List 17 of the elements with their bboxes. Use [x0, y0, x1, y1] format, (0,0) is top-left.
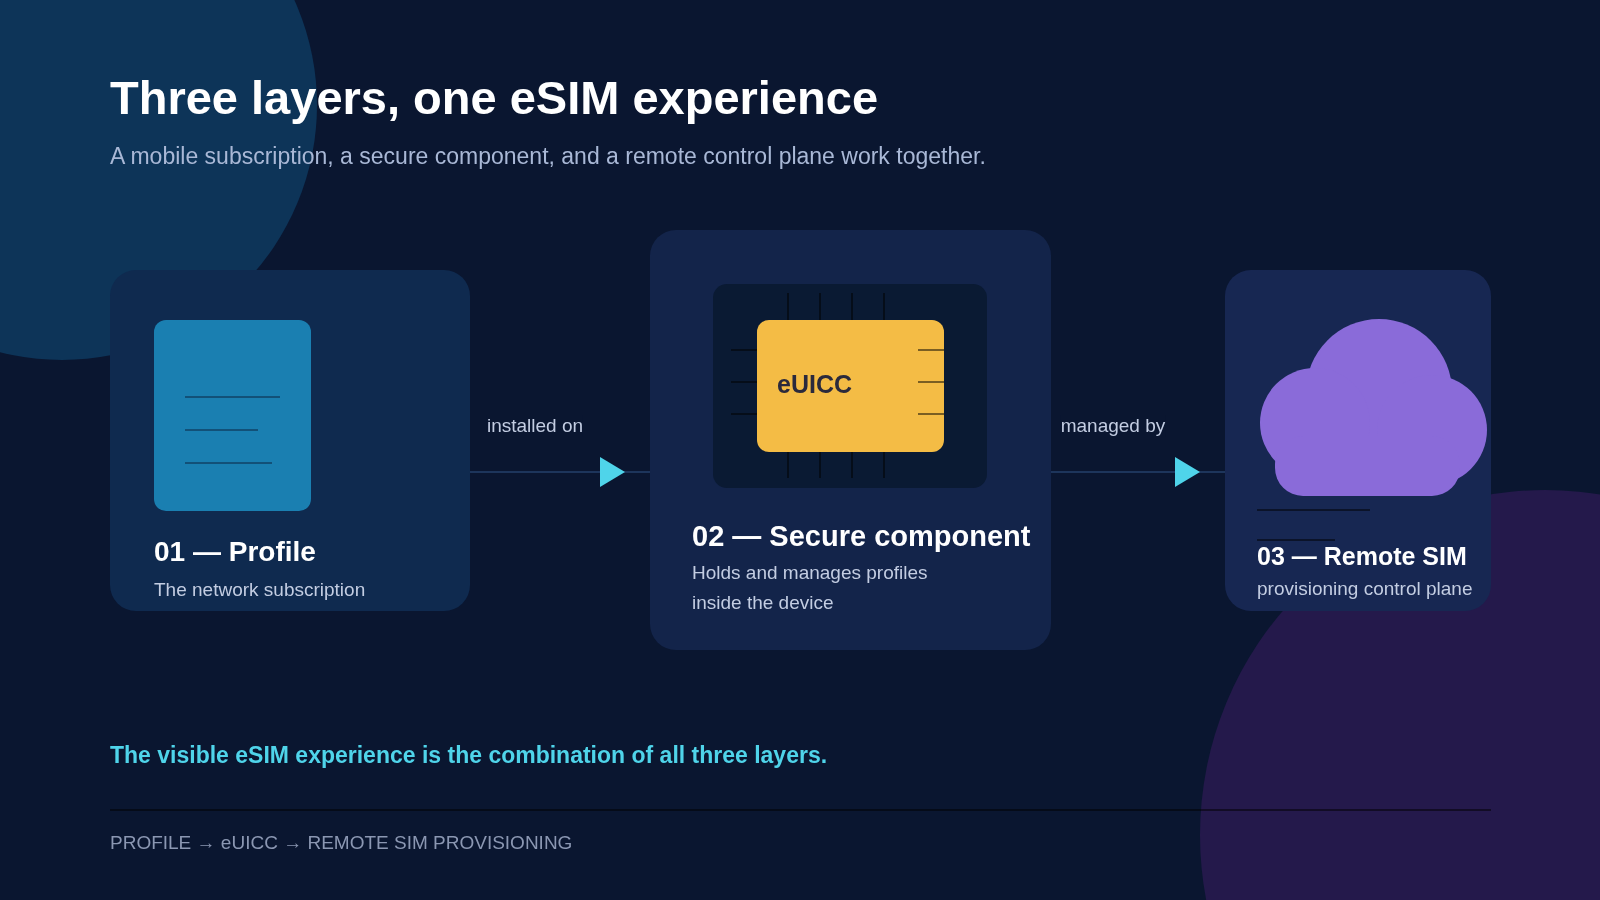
card-heading: 01 — Profile [154, 536, 316, 568]
footer-text: PROFILE → eUICC → REMOTE SIM PROVISIONING [110, 832, 573, 854]
card-description: provisioning control plane [1257, 577, 1474, 601]
chip-label: eUICC [777, 370, 852, 399]
chip-frame [713, 284, 987, 488]
layer-card [1225, 270, 1491, 611]
subtitle: A mobile subscription, a secure component, and a remote control plane work together. [110, 143, 986, 170]
card-description: Holds and manages profiles inside the device [692, 561, 929, 615]
summary-note: The visible eSIM experience is the combination of all three layers. [110, 742, 828, 769]
card-description: The network subscription [154, 578, 367, 602]
layer-card [650, 230, 1051, 650]
arrow [1050, 457, 1226, 487]
title: Three layers, one eSIM experience [110, 70, 879, 125]
card-heading: 03 — Remote SIM [1257, 542, 1467, 571]
arrow [469, 457, 651, 487]
layer-card [110, 270, 470, 611]
card-heading: 02 — Secure component [692, 520, 1031, 553]
